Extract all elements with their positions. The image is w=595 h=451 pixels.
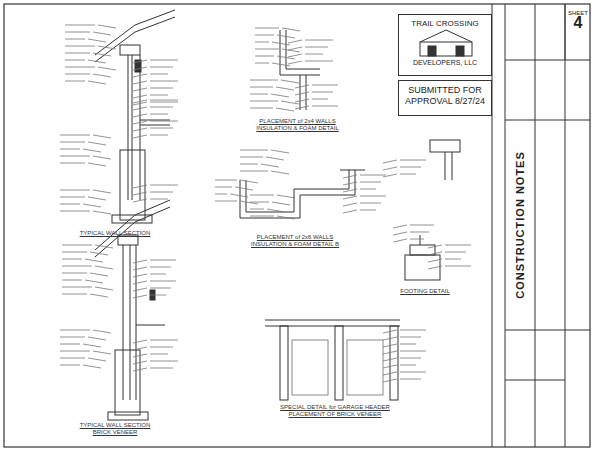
detail-caption: TYPICAL WALL SECTION [70, 230, 160, 237]
detail-caption: SPECIAL DETAIL for GARAGE HEADER PLACEME… [270, 404, 400, 418]
company-logo: TRAIL CROSSING DEVELOPERS, LLC [398, 14, 492, 76]
detail-caption: TYPICAL WALL SECTION BRICK VENEER [70, 422, 160, 436]
approval-stamp: SUBMITTED FOR APPROVAL 8/27/24 [398, 80, 492, 116]
node-heading: SUBMITTED FOR APPROVAL 8/27/24 [403, 85, 487, 107]
detail-caption: PLACEMENT of 2x4 WALLS INSULATION & FOAM… [250, 118, 345, 132]
node-heading: SHEET [567, 8, 589, 18]
sheet-title: CONSTRUCTION NOTES [514, 151, 526, 299]
node-text: 4 [567, 18, 589, 28]
detail-caption: PLACEMENT of 2x6 WALLS INSULATION & FOAM… [240, 234, 350, 248]
node-text: DEVELOPERS, LLC [401, 58, 489, 67]
node-heading: TRAIL CROSSING [401, 19, 489, 28]
sheet-number: SHEET4 [567, 6, 589, 58]
detail-caption: FOOTING DETAIL [385, 288, 465, 295]
